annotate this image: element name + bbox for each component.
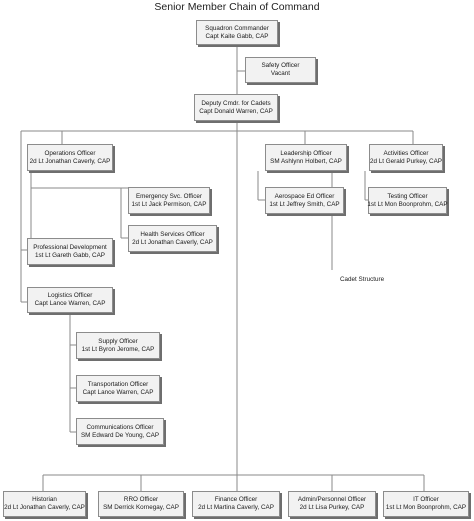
node-role: IT Officer — [413, 496, 439, 503]
node-historian: Historian 2d Lt Jonathan Caverly, CAP — [3, 491, 86, 517]
node-name: Capt Lance Warren, CAP — [82, 388, 154, 396]
node-role: Logistics Officer — [47, 292, 93, 299]
node-role: Safety Officer — [261, 62, 300, 69]
node-supply-officer: Supply Officer 1st Lt Byron Jerome, CAP — [76, 332, 160, 359]
node-name: Capt Kaite Gabb, CAP — [205, 32, 269, 40]
node-name: SM Edward De Young, CAP — [80, 431, 160, 439]
node-squadron-commander: Squadron Commander Capt Kaite Gabb, CAP — [196, 20, 278, 45]
node-role: Professional Development — [33, 243, 107, 251]
node-role: Transportation Officer — [87, 380, 149, 388]
node-health-services-officer: Health Services Officer 2d Lt Jonathan C… — [128, 225, 217, 252]
node-finance-officer: Finance Officer 2d Lt Martina Caverly, C… — [192, 491, 280, 517]
node-role: RRO Officer — [123, 496, 159, 503]
node-role: Health Services Officer — [140, 230, 205, 238]
node-role: Finance Officer — [214, 496, 258, 503]
chart-title: Senior Member Chain of Command — [154, 1, 320, 13]
node-role: Historian — [32, 496, 57, 503]
node-name: 1st Lt Byron Jerome, CAP — [81, 345, 155, 353]
node-deputy-cmdr-cadets: Deputy Cmdr. for Cadets Capt Donald Warr… — [194, 94, 278, 121]
node-role: Activities Officer — [383, 149, 429, 157]
node-testing-officer: Testing Officer 1st Lt Mon Boonprohm, CA… — [367, 187, 448, 214]
cadet-structure-label: Cadet Structure — [340, 276, 385, 283]
node-name: Capt Lance Warren, CAP — [34, 300, 106, 307]
node-transportation-officer: Transportation Officer Capt Lance Warren… — [76, 375, 160, 402]
node-role: Communications Officer — [86, 423, 154, 431]
node-role: Supply Officer — [98, 337, 138, 345]
node-role: Testing Officer — [387, 192, 428, 200]
node-name: 2d Lt Jonathan Caverly, CAP — [132, 238, 213, 246]
node-rro-officer: RRO Officer SM Derrick Kornegay, CAP — [98, 491, 184, 517]
node-leadership-officer: Leadership Officer SM Ashlynn Holbert, C… — [265, 144, 347, 171]
node-name: 2d Lt Gerald Purkey, CAP — [370, 157, 442, 165]
node-role: Leadership Officer — [280, 149, 332, 157]
node-name: SM Derrick Kornegay, CAP — [103, 504, 179, 511]
node-name: 2d Lt Jonathan Caverly, CAP — [29, 157, 111, 165]
node-aerospace-ed-officer: Aerospace Ed Officer 1st Lt Jeffrey Smit… — [265, 187, 344, 214]
node-operations-officer: Operations Officer 2d Lt Jonathan Caverl… — [27, 144, 113, 171]
node-role: Operations Officer — [44, 149, 96, 157]
node-name: 1st Lt Jack Permison, CAP — [131, 200, 207, 208]
node-admin-personnel-officer: Admin/Personnel Officer 2d Lt Lisa Purke… — [288, 491, 376, 517]
node-safety-officer: Safety Officer Vacant — [245, 57, 316, 83]
node-name: 2d Lt Lisa Purkey, CAP — [299, 504, 365, 511]
node-name: SM Ashlynn Holbert, CAP — [270, 157, 342, 165]
node-name: Capt Donald Warren, CAP — [199, 107, 273, 115]
node-role: Admin/Personnel Officer — [297, 496, 367, 503]
node-logistics-officer: Logistics Officer Capt Lance Warren, CAP — [27, 287, 113, 313]
node-name: 2d Lt Jonathan Caverly, CAP — [4, 504, 85, 511]
node-professional-development: Professional Development 1st Lt Gareth G… — [27, 238, 113, 265]
node-name: 1st Lt Mon Boonprohm, CAP — [385, 504, 467, 511]
node-emergency-svc-officer: Emergency Svc. Officer 1st Lt Jack Permi… — [128, 187, 210, 214]
node-name: 1st Lt Mon Boonprohm, CAP — [367, 200, 448, 208]
node-it-officer: IT Officer 1st Lt Mon Boonprohm, CAP — [383, 491, 469, 517]
node-communications-officer: Communications Officer SM Edward De Youn… — [76, 418, 164, 445]
node-name: Vacant — [270, 70, 291, 77]
node-role: Deputy Cmdr. for Cadets — [201, 99, 271, 107]
node-activities-officer: Activities Officer 2d Lt Gerald Purkey, … — [369, 144, 443, 171]
node-name: 1st Lt Jeffrey Smith, CAP — [269, 200, 340, 208]
node-role: Aerospace Ed Officer — [274, 192, 335, 200]
node-role: Emergency Svc. Officer — [135, 192, 203, 200]
node-role: Squadron Commander — [205, 24, 269, 32]
node-name: 2d Lt Martina Caverly, CAP — [198, 504, 274, 511]
node-name: 1st Lt Gareth Gabb, CAP — [34, 251, 105, 259]
